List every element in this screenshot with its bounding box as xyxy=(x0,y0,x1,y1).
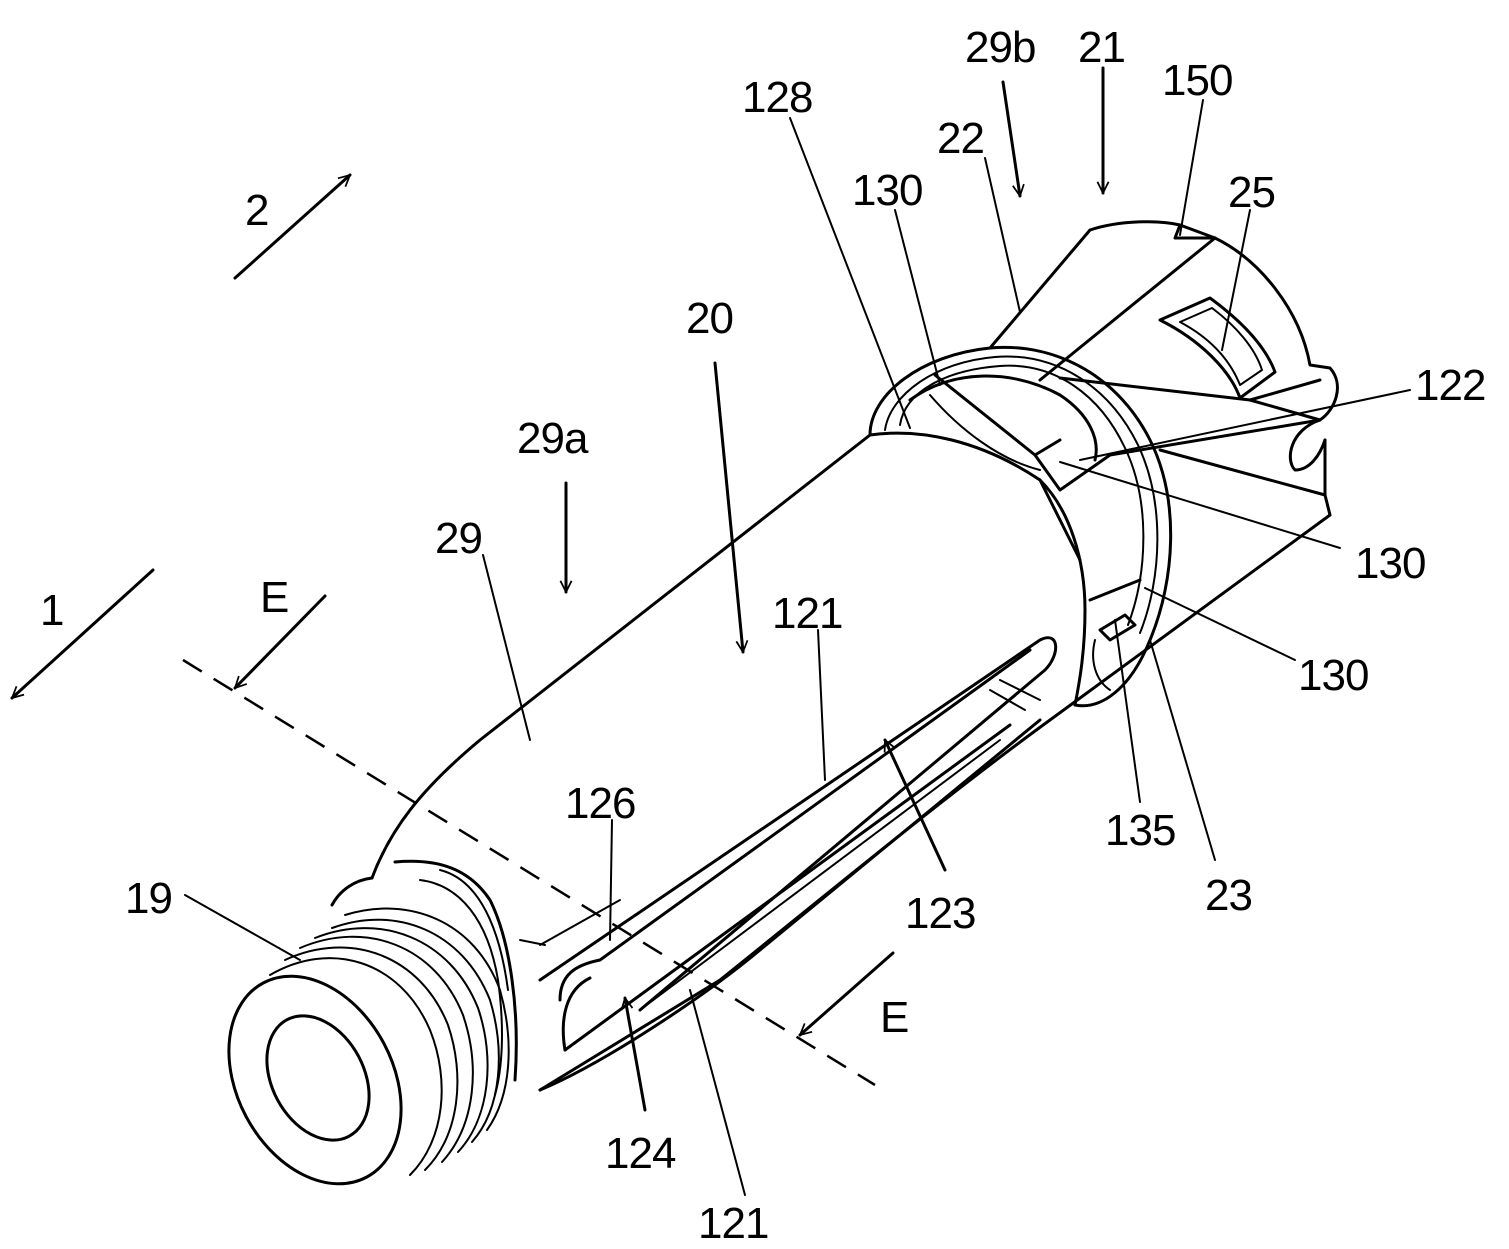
leader-19 xyxy=(185,895,300,960)
label-29: 29 xyxy=(435,514,482,563)
leader-150 xyxy=(1180,100,1203,235)
label-123: 123 xyxy=(905,889,975,938)
label-130-low: 130 xyxy=(1298,651,1368,700)
label-122: 122 xyxy=(1415,361,1485,410)
label-29a: 29a xyxy=(517,414,589,463)
label-e-bottom: E xyxy=(880,993,908,1042)
label-23: 23 xyxy=(1205,871,1252,920)
leader-121-top xyxy=(818,630,825,780)
label-126: 126 xyxy=(565,779,635,828)
reference-labels: 1 2 E E 29 29a 20 121 126 19 123 124 121… xyxy=(40,23,1485,1248)
label-25: 25 xyxy=(1228,168,1275,217)
label-19: 19 xyxy=(125,874,172,923)
label-135: 135 xyxy=(1105,806,1175,855)
label-124: 124 xyxy=(605,1129,676,1178)
leader-22 xyxy=(985,158,1020,312)
leader-130-top xyxy=(895,210,940,385)
arrow-124 xyxy=(625,998,645,1110)
leader-130-low xyxy=(1145,588,1295,660)
label-130-mid: 130 xyxy=(1355,539,1425,588)
arrow-direction-1 xyxy=(12,570,153,698)
leader-128 xyxy=(790,118,910,428)
leader-29 xyxy=(483,555,530,740)
label-22: 22 xyxy=(937,114,984,163)
leader-126 xyxy=(610,820,612,940)
arrow-29b xyxy=(1003,82,1020,196)
label-21: 21 xyxy=(1078,23,1125,72)
label-121-top: 121 xyxy=(772,589,842,638)
label-128: 128 xyxy=(742,73,812,122)
arrow-20 xyxy=(715,363,743,652)
rear-section xyxy=(990,222,1337,515)
leader-121-bottom xyxy=(690,990,745,1195)
label-20: 20 xyxy=(686,294,733,343)
label-1: 1 xyxy=(40,586,63,635)
label-121-bottom: 121 xyxy=(698,1199,768,1248)
label-29b: 29b xyxy=(965,23,1035,72)
label-e-top: E xyxy=(260,573,288,622)
leader-135 xyxy=(1115,620,1140,802)
threaded-nose xyxy=(194,909,508,1214)
slot-opening xyxy=(520,638,1056,1090)
label-130-top: 130 xyxy=(852,166,922,215)
label-2: 2 xyxy=(245,186,268,235)
label-150: 150 xyxy=(1162,56,1232,105)
leader-130-mid xyxy=(1060,462,1340,548)
